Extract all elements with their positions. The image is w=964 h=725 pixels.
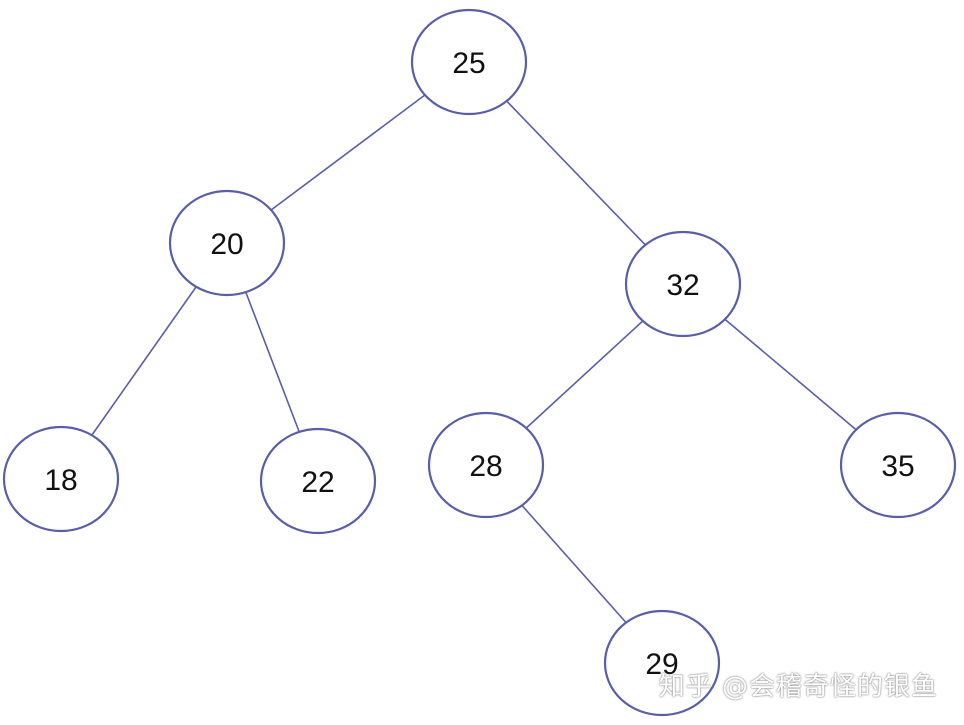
watermark-text: 知乎 @会稽奇怪的银鱼: [658, 672, 938, 702]
tree-node-32: 32: [624, 230, 742, 338]
edge-20-22: [245, 291, 300, 433]
node-label: 35: [881, 450, 914, 483]
node-label: 32: [666, 269, 699, 302]
node-label: 28: [469, 450, 502, 483]
node-circle: [839, 411, 957, 519]
node-label: 29: [645, 648, 678, 681]
node-label: 20: [210, 228, 243, 261]
edge-28-29: [521, 504, 627, 624]
tree-node-35: 35: [839, 411, 957, 519]
node-circle: [168, 189, 286, 297]
tree-node-20: 20: [168, 189, 286, 297]
tree-node-18: 18: [2, 425, 120, 533]
edge-25-20: [270, 94, 426, 211]
edge-20-18: [91, 286, 197, 436]
tree-node-22: 22: [259, 427, 377, 535]
node-label: 18: [44, 464, 77, 497]
edge-32-35: [724, 318, 857, 431]
tree-nodes: 25 20 32 18 22 28 35 29: [2, 8, 957, 717]
tree-node-25: 25: [410, 8, 528, 116]
node-label: 22: [301, 466, 334, 499]
tree-node-28: 28: [427, 411, 545, 519]
edge-25-32: [506, 100, 646, 246]
node-circle: [624, 230, 742, 338]
edge-32-28: [525, 320, 644, 429]
node-circle: [259, 427, 377, 535]
node-circle: [603, 609, 721, 717]
tree-edges: [91, 94, 857, 624]
node-label: 25: [452, 47, 485, 80]
node-circle: [2, 425, 120, 533]
tree-node-29: 29: [603, 609, 721, 717]
node-circle: [410, 8, 528, 116]
node-circle: [427, 411, 545, 519]
